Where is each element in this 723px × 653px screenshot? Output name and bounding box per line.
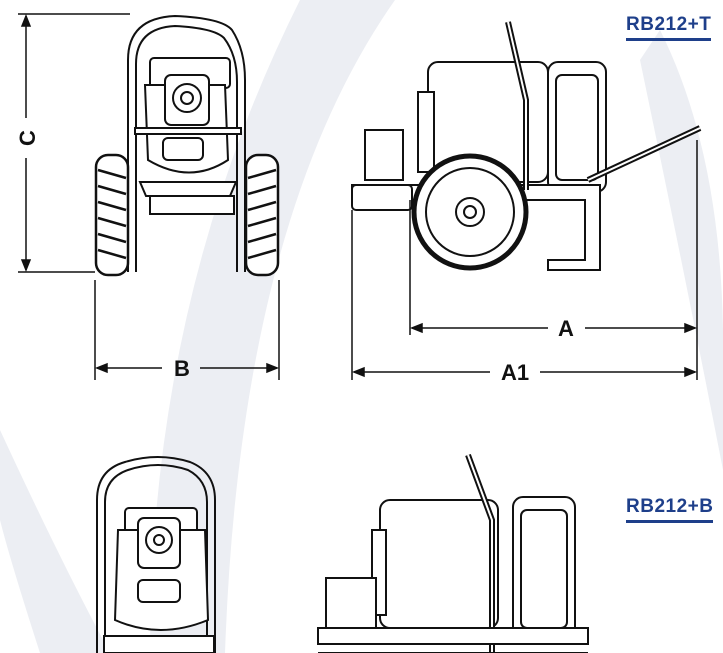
model-label-top-underline — [626, 38, 712, 41]
wheel-tread-right — [247, 168, 277, 260]
dimension-b — [94, 280, 280, 380]
dimension-c-label: C — [15, 130, 40, 146]
dimension-a1-label: A1 — [501, 360, 529, 385]
wheel-tread-left — [97, 168, 127, 260]
model-label-bottom: RB212+B — [626, 496, 714, 523]
model-label-top-text: RB212+T — [626, 14, 712, 35]
model-label-top: RB212+T — [626, 14, 712, 41]
model-label-bottom-underline — [626, 520, 714, 523]
front-view-trailer — [94, 14, 280, 277]
dimension-b-label: B — [174, 356, 190, 381]
dimension-c — [18, 13, 130, 273]
dimension-a1 — [351, 210, 698, 380]
model-label-bottom-text: RB212+B — [626, 496, 714, 517]
dimension-a-label: A — [558, 316, 574, 341]
side-view-base — [317, 453, 589, 653]
front-view-base — [96, 456, 216, 653]
side-view-trailer — [351, 21, 702, 271]
dimension-a — [409, 140, 698, 335]
